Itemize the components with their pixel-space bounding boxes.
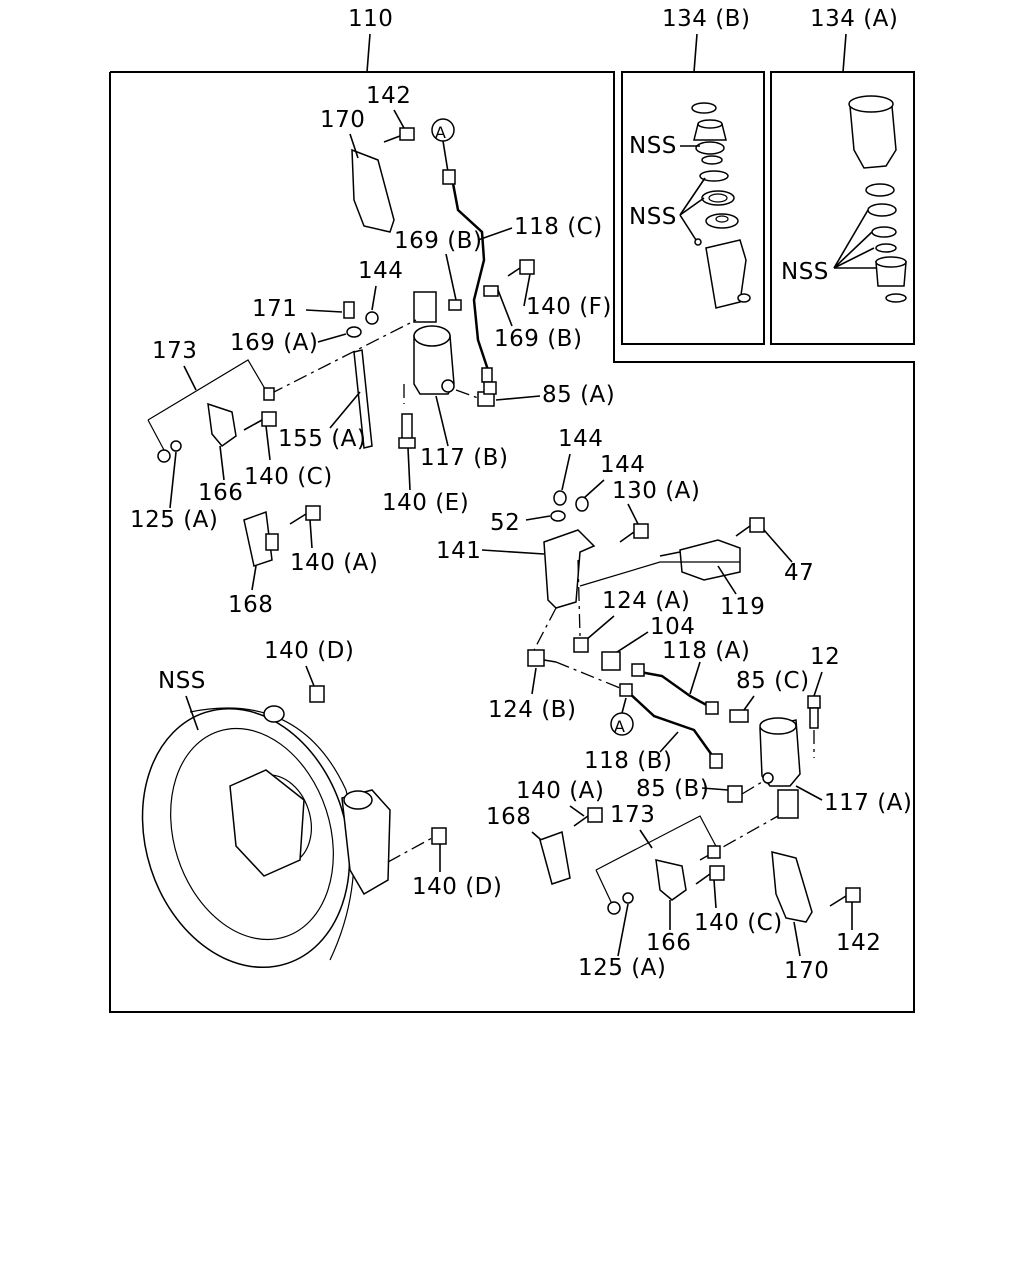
callout-85b: 85 (B) [636, 776, 709, 802]
callout-169a: 169 (A) [230, 330, 318, 356]
callout-166-bot: 166 [646, 930, 691, 956]
fitting-85c [729, 709, 749, 723]
elbow-124b [527, 649, 545, 667]
ref-a-mid: A [614, 717, 625, 736]
solenoid-117b [403, 291, 455, 404]
bolt-140c-top [243, 411, 277, 431]
callout-171: 171 [252, 296, 297, 322]
callout-nss-housing: NSS [158, 668, 206, 694]
main-box-label: 110 [348, 6, 393, 32]
bracket-141 [543, 529, 596, 609]
plug-140d-bot [387, 827, 447, 863]
callout-169b-2: 169 (B) [494, 326, 582, 352]
flywheel-housing [141, 705, 391, 969]
callout-104: 104 [650, 614, 695, 640]
callout-170-top: 170 [320, 107, 365, 133]
kit-a-frame [770, 71, 915, 345]
fitting-85b [727, 781, 763, 803]
bracket-166-bot [655, 845, 721, 901]
callout-124a: 124 (A) [602, 588, 690, 614]
kit-a-seal-parts [848, 95, 907, 303]
callout-118a: 118 (A) [662, 638, 750, 664]
callout-144-mid-2: 144 [600, 452, 645, 478]
callout-118b: 118 (B) [584, 748, 672, 774]
plate-168-top [243, 510, 273, 567]
bolt-140c-bot [695, 865, 725, 885]
bracket-166-top [207, 387, 275, 448]
elbow-124a [573, 637, 589, 653]
tube-118a [639, 670, 713, 710]
callout-117b: 117 (B) [420, 445, 508, 471]
callout-155a: 155 (A) [278, 426, 366, 452]
bolt-142-bot [829, 887, 861, 907]
kit-b-box-label: 134 (B) [662, 6, 750, 32]
callout-52: 52 [490, 510, 520, 536]
ref-a-top: A [435, 123, 446, 142]
callout-141: 141 [436, 538, 481, 564]
callout-130a: 130 (A) [612, 478, 700, 504]
callout-140a-bot: 140 (A) [516, 778, 604, 804]
plug-140d-top [309, 685, 325, 703]
tube-118c [450, 177, 490, 371]
callout-118c: 118 (C) [514, 214, 603, 240]
callout-144-top: 144 [358, 258, 403, 284]
bolt-12 [807, 695, 821, 758]
callout-140d-bot: 140 (D) [412, 874, 502, 900]
plate-168-bot [539, 830, 571, 885]
callout-173-top: 173 [152, 338, 197, 364]
callout-125a-top: 125 (A) [130, 507, 218, 533]
callout-169b-1: 169 (B) [394, 228, 482, 254]
fitting-85a [455, 381, 497, 407]
callout-85c: 85 (C) [736, 668, 810, 694]
kit-b-nss-label-2: NSS [629, 204, 677, 230]
callout-140e: 140 (E) [382, 490, 469, 516]
bolt-140e [398, 413, 416, 449]
kit-b-nss-label-1: NSS [629, 133, 677, 159]
kit-a-nss-label: NSS [781, 259, 829, 285]
bolt-140f [507, 259, 535, 277]
callout-144-mid-1: 144 [558, 426, 603, 452]
callout-166-top: 166 [198, 480, 243, 506]
tube-118b [627, 691, 716, 759]
callout-85a: 85 (A) [542, 382, 615, 408]
bolt-130a [619, 523, 649, 543]
callout-140f: 140 (F) [526, 294, 612, 320]
cover-plate-170-bot [771, 851, 813, 923]
callout-47: 47 [784, 560, 814, 586]
valve-119 [679, 539, 741, 581]
callout-125a-bot: 125 (A) [578, 955, 666, 981]
kit-a-box-label: 134 (A) [810, 6, 898, 32]
callout-117a: 117 (A) [824, 790, 912, 816]
bolt-142-top [383, 127, 415, 143]
callout-124b: 124 (B) [488, 697, 576, 723]
callout-140d-top: 140 (D) [264, 638, 354, 664]
cover-plate-170-top [351, 148, 395, 233]
callout-140c-bot: 140 (C) [694, 910, 783, 936]
callout-140a-top: 140 (A) [290, 550, 378, 576]
rod-155a [353, 349, 373, 449]
callout-142-bot: 142 [836, 930, 881, 956]
callout-140c-top: 140 (C) [244, 464, 333, 490]
bolt-47 [735, 517, 765, 537]
solenoid-117a [759, 717, 801, 819]
callout-168-top: 168 [228, 592, 273, 618]
callout-173-bot: 173 [610, 802, 655, 828]
main-assembly-frame [109, 71, 915, 1013]
kit-b-frame [621, 71, 765, 345]
callout-168-bot: 168 [486, 804, 531, 830]
callout-119: 119 [720, 594, 765, 620]
callout-142-top: 142 [366, 83, 411, 109]
bolt-140a-top [289, 505, 321, 525]
bolt-140a-bot [573, 807, 603, 827]
callout-12: 12 [810, 644, 840, 670]
callout-170-bot: 170 [784, 958, 829, 984]
kit-b-seal-parts [691, 102, 751, 309]
connector-104 [601, 651, 621, 671]
